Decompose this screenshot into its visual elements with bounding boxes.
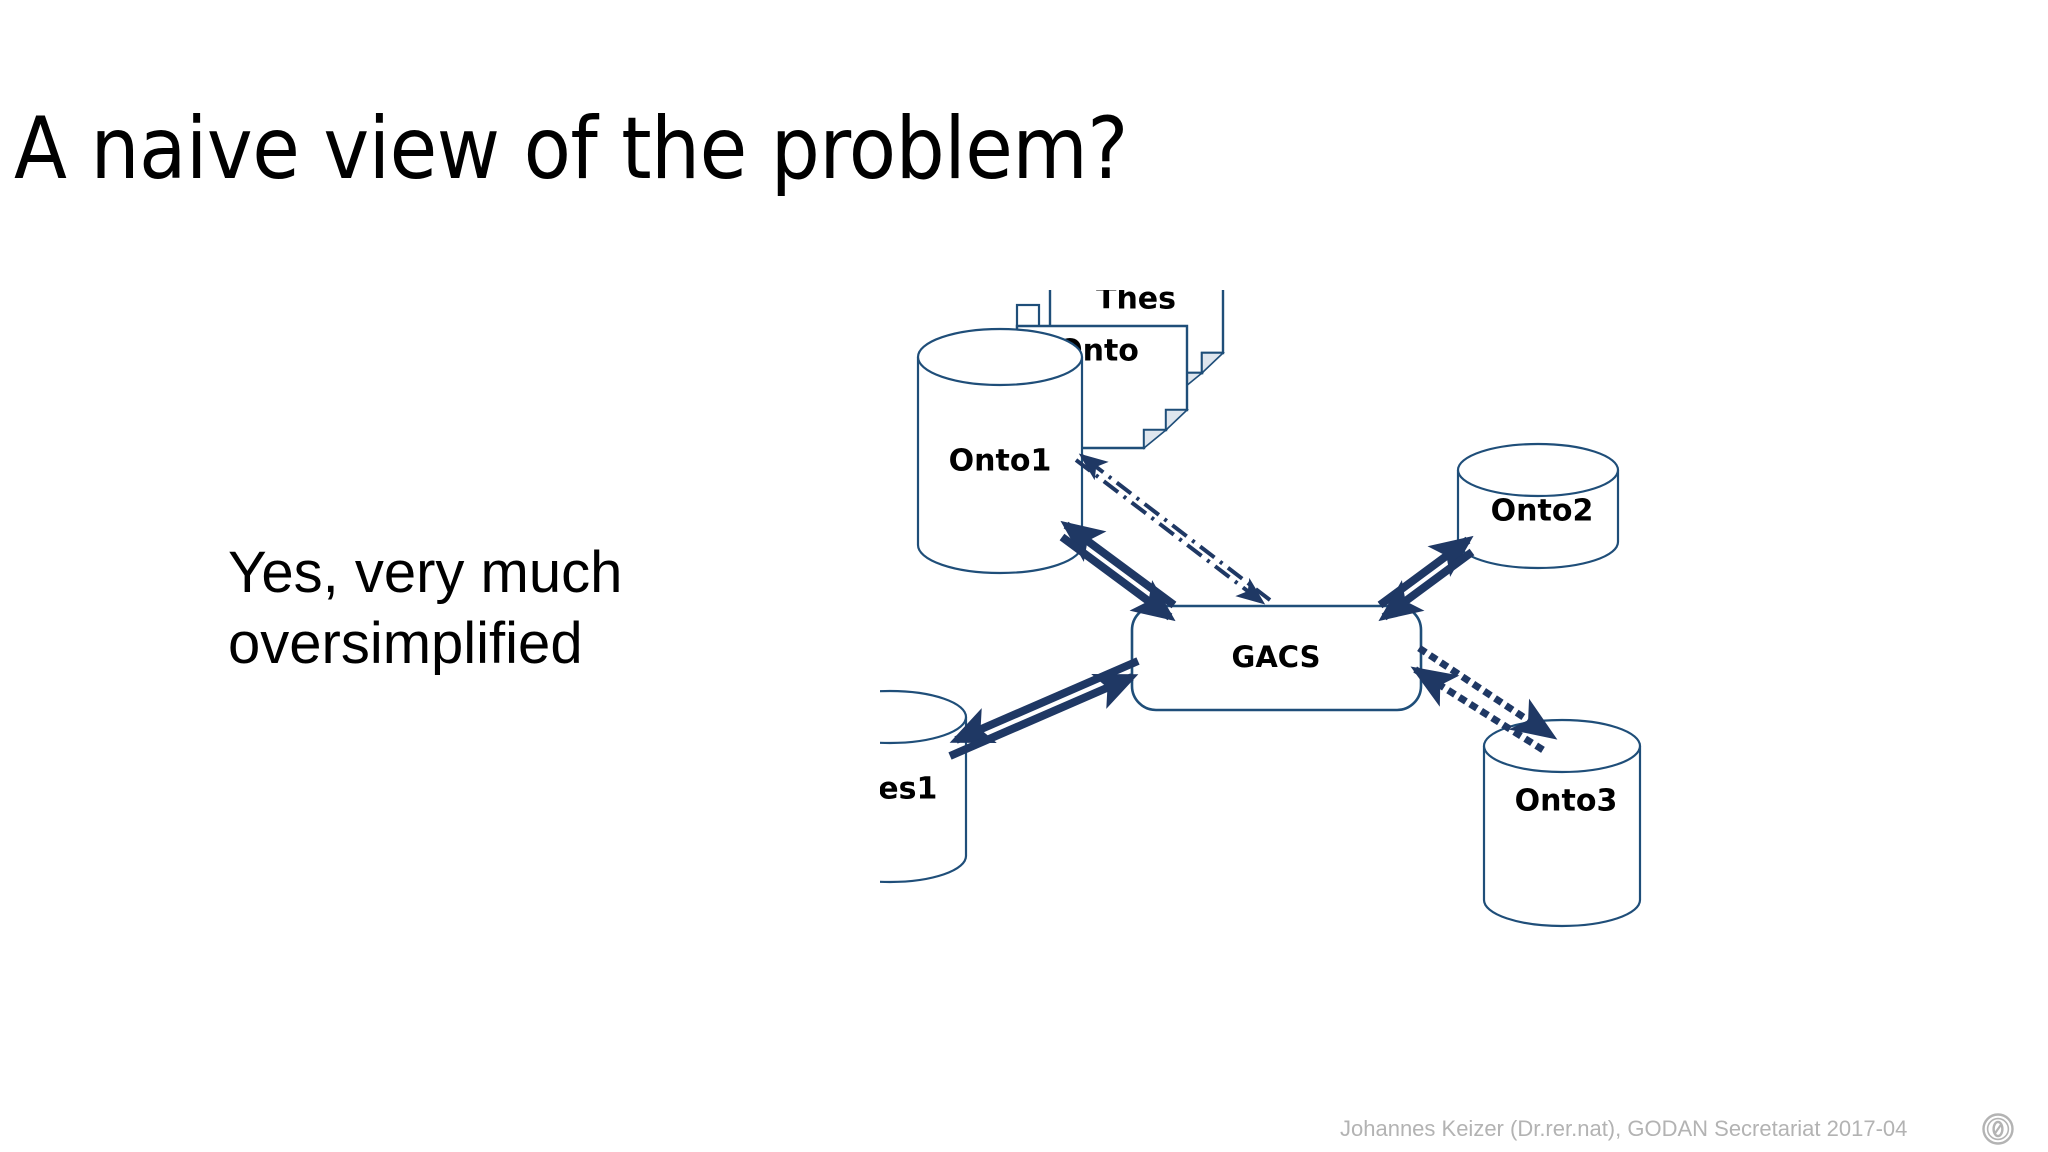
body-text-block: Yes, very much oversimplified: [228, 538, 748, 680]
slide-footer: Johannes Keizer (Dr.rer.nat), GODAN Secr…: [1340, 1112, 2015, 1146]
body-text-line-2: oversimplified: [228, 610, 583, 676]
node-onto3[interactable]: Onto3: [1482, 718, 1642, 928]
body-text-line-1: Yes, very much: [228, 540, 623, 605]
architecture-diagram: Thes Onto Onto1 Onto2: [880, 290, 2010, 1010]
node-label-onto3: Onto3: [1515, 784, 1618, 819]
node-thes1[interactable]: thes1: [880, 689, 968, 884]
edge-gacs-onto1: [1059, 520, 1177, 622]
footer-credit-text: Johannes Keizer (Dr.rer.nat), GODAN Secr…: [1340, 1116, 1908, 1141]
edge-gacs-onto3: [1410, 645, 1558, 753]
edge-gacs-thes1: [948, 657, 1140, 760]
cc-zero-icon: [1981, 1112, 2015, 1146]
node-label-onto2: Onto2: [1491, 494, 1594, 529]
node-label-gacs: GACS: [1232, 640, 1321, 674]
node-label-thes: Thes: [1096, 290, 1176, 317]
node-onto2[interactable]: Onto2: [1456, 442, 1620, 570]
node-label-onto1: Onto1: [949, 444, 1052, 479]
edge-gacs-onto-document: [1074, 453, 1272, 605]
node-onto1[interactable]: Onto1: [916, 327, 1084, 575]
node-gacs[interactable]: GACS: [1130, 604, 1423, 712]
edge-gacs-onto2: [1377, 535, 1475, 622]
page-title: A naive view of the problem?: [14, 98, 1128, 199]
node-label-thes1: thes1: [880, 772, 937, 807]
